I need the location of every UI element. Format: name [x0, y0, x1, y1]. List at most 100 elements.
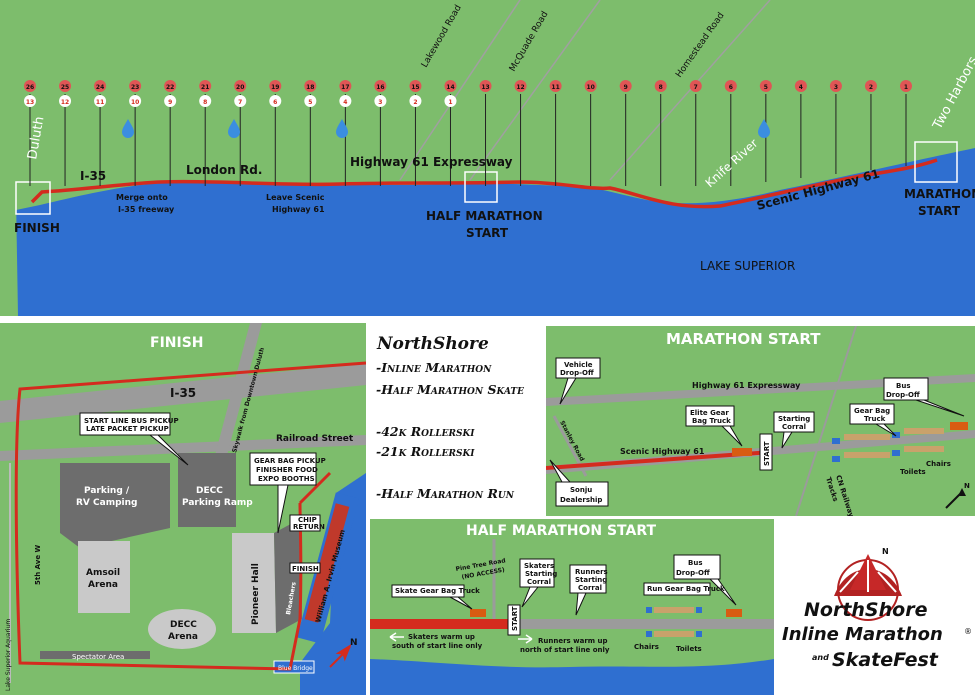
logo-line3: and	[812, 653, 829, 662]
mile-marker-marathon-label: 25	[61, 84, 69, 91]
mile-marker-marathon	[759, 80, 772, 92]
mile-marker-marathon-label: 7	[694, 84, 698, 91]
finish-amsoil-1: Amsoil	[86, 568, 120, 578]
mile-marker-marathon-label: 14	[446, 84, 454, 91]
mile-marker-half	[269, 95, 282, 107]
mile-marker-marathon-label: 11	[551, 84, 559, 91]
svg-text:LATE PACKET PICKUP: LATE PACKET PICKUP	[86, 425, 169, 433]
svg-text:Corral: Corral	[782, 423, 806, 431]
finish-blue-bridge: Blue Bridge	[278, 665, 313, 672]
label-duluth: Duluth	[25, 115, 47, 160]
ms-hwy61-label: Highway 61 Expressway	[692, 381, 801, 390]
mile-marker-marathon-label: 16	[376, 84, 384, 91]
svg-text:CHIP: CHIP	[298, 516, 317, 524]
label-half-start-1: HALF MARATHON	[426, 209, 543, 223]
mile-marker-marathon-label: 5	[764, 84, 768, 91]
mile-marker-half	[94, 95, 107, 107]
building-pioneer-hall	[232, 533, 276, 633]
mile-marker-marathon	[654, 80, 667, 92]
mile-marker-marathon	[59, 80, 72, 92]
mile-marker-marathon-label: 23	[131, 84, 139, 91]
building-amsoil	[78, 541, 130, 613]
ms-toilets-label: Toilets	[900, 468, 926, 476]
callout-finish: FINISH	[289, 562, 321, 574]
callout-gear-pickup: GEAR BAG PICKUP FINISHER FOOD EXPO BOOTH…	[249, 452, 326, 534]
hs-runners-warm-2: north of start line only	[520, 646, 610, 654]
label-i35: I-35	[80, 169, 106, 183]
mile-marker-marathon	[339, 80, 352, 92]
svg-text:Vehicle: Vehicle	[564, 361, 593, 369]
mile-marker-half-label: 9	[168, 99, 172, 106]
mile-marker-half	[59, 95, 72, 107]
svg-text:Gear Bag: Gear Bag	[854, 407, 890, 415]
callout-skate-gear: Skate Gear Bag Truck	[391, 584, 480, 610]
svg-text:Truck: Truck	[864, 415, 886, 423]
hs-highway	[370, 619, 774, 629]
label-merge-1: Merge onto	[116, 193, 168, 202]
mile-marker-marathon-label: 15	[411, 84, 419, 91]
water-drop-icon	[122, 119, 134, 138]
road-i35	[0, 363, 366, 423]
mile-marker-marathon	[549, 80, 562, 92]
svg-text:Bag Truck: Bag Truck	[692, 417, 731, 425]
finish-aquarium: Lake Superior Aquarium	[5, 619, 12, 691]
svg-text:Dealership: Dealership	[560, 496, 602, 504]
mile-marker-marathon-label: 2	[869, 84, 873, 91]
label-london-rd: London Rd.	[186, 163, 262, 177]
mile-marker-half	[304, 95, 317, 107]
hs-toilets	[646, 607, 702, 637]
left-arrow-icon	[389, 632, 404, 642]
finish-box	[15, 181, 51, 215]
ms-railway	[795, 326, 857, 516]
marathon-start-map: MARATHON START Highway 61 Expressway Sce…	[546, 326, 975, 516]
hs-start-banner: START	[507, 604, 521, 636]
mile-marker-marathon	[514, 80, 527, 92]
hs-lake	[370, 659, 774, 695]
ms-scenic-label: Scenic Highway 61	[620, 447, 705, 456]
finish-decc-arena-1: DECC	[170, 620, 197, 630]
water-stations	[122, 119, 770, 138]
mile-marker-marathon	[724, 80, 737, 92]
mile-marker-marathon	[444, 80, 457, 92]
label-finish: FINISH	[14, 221, 60, 235]
half-start-box	[464, 171, 498, 203]
svg-text:Drop-Off: Drop-Off	[676, 569, 710, 577]
ms-elite-truck	[732, 448, 752, 456]
svg-text:Elite Gear: Elite Gear	[690, 409, 729, 417]
svg-text:Corral: Corral	[527, 578, 551, 586]
legend-item: -Half Marathon Run	[376, 486, 514, 501]
svg-text:Bus: Bus	[896, 382, 911, 390]
label-leave-2: Highway 61	[272, 205, 325, 214]
callout-gear-truck: Gear Bag Truck	[849, 403, 897, 437]
mile-marker-marathon	[374, 80, 387, 92]
finish-spectator: Spectator Area	[72, 653, 124, 661]
ms-chairs-label: Chairs	[926, 460, 951, 468]
callout-skaters-corral: Skaters Starting Corral	[519, 558, 557, 608]
mile-marker-half	[129, 95, 142, 107]
mile-marker-marathon	[269, 80, 282, 92]
mile-marker-half-label: 13	[26, 99, 34, 106]
mile-marker-marathon-label: 8	[659, 84, 663, 91]
mile-markers: 2613251224112310229218207196185174163152…	[24, 80, 912, 186]
hs-title: HALF MARATHON START	[466, 523, 656, 539]
finish-parking-1: Parking /	[84, 486, 130, 496]
callout-chip-return: CHIP RETURN	[289, 514, 325, 532]
svg-text:START: START	[511, 606, 519, 631]
hs-route	[370, 619, 510, 629]
finish-amsoil-2: Arena	[88, 580, 118, 590]
svg-text:N: N	[964, 482, 970, 490]
mile-marker-marathon	[689, 80, 702, 92]
mile-marker-marathon-label: 19	[271, 84, 279, 91]
callout-bus-dropoff: Bus Drop-Off	[673, 554, 737, 606]
mile-marker-marathon	[900, 80, 912, 92]
road-mcquade	[469, 0, 601, 181]
ms-toilets	[832, 432, 900, 462]
label-marathon-start-1: MARATHON	[904, 187, 975, 201]
mile-marker-marathon-label: 12	[516, 84, 524, 91]
finish-title: FINISH	[150, 335, 204, 351]
ms-land	[546, 326, 975, 516]
svg-text:START: START	[763, 441, 771, 466]
legend-item: -Inline Marathon	[376, 360, 492, 375]
mile-marker-half-label: 5	[308, 99, 312, 106]
finish-railroad: Railroad Street	[276, 434, 354, 444]
